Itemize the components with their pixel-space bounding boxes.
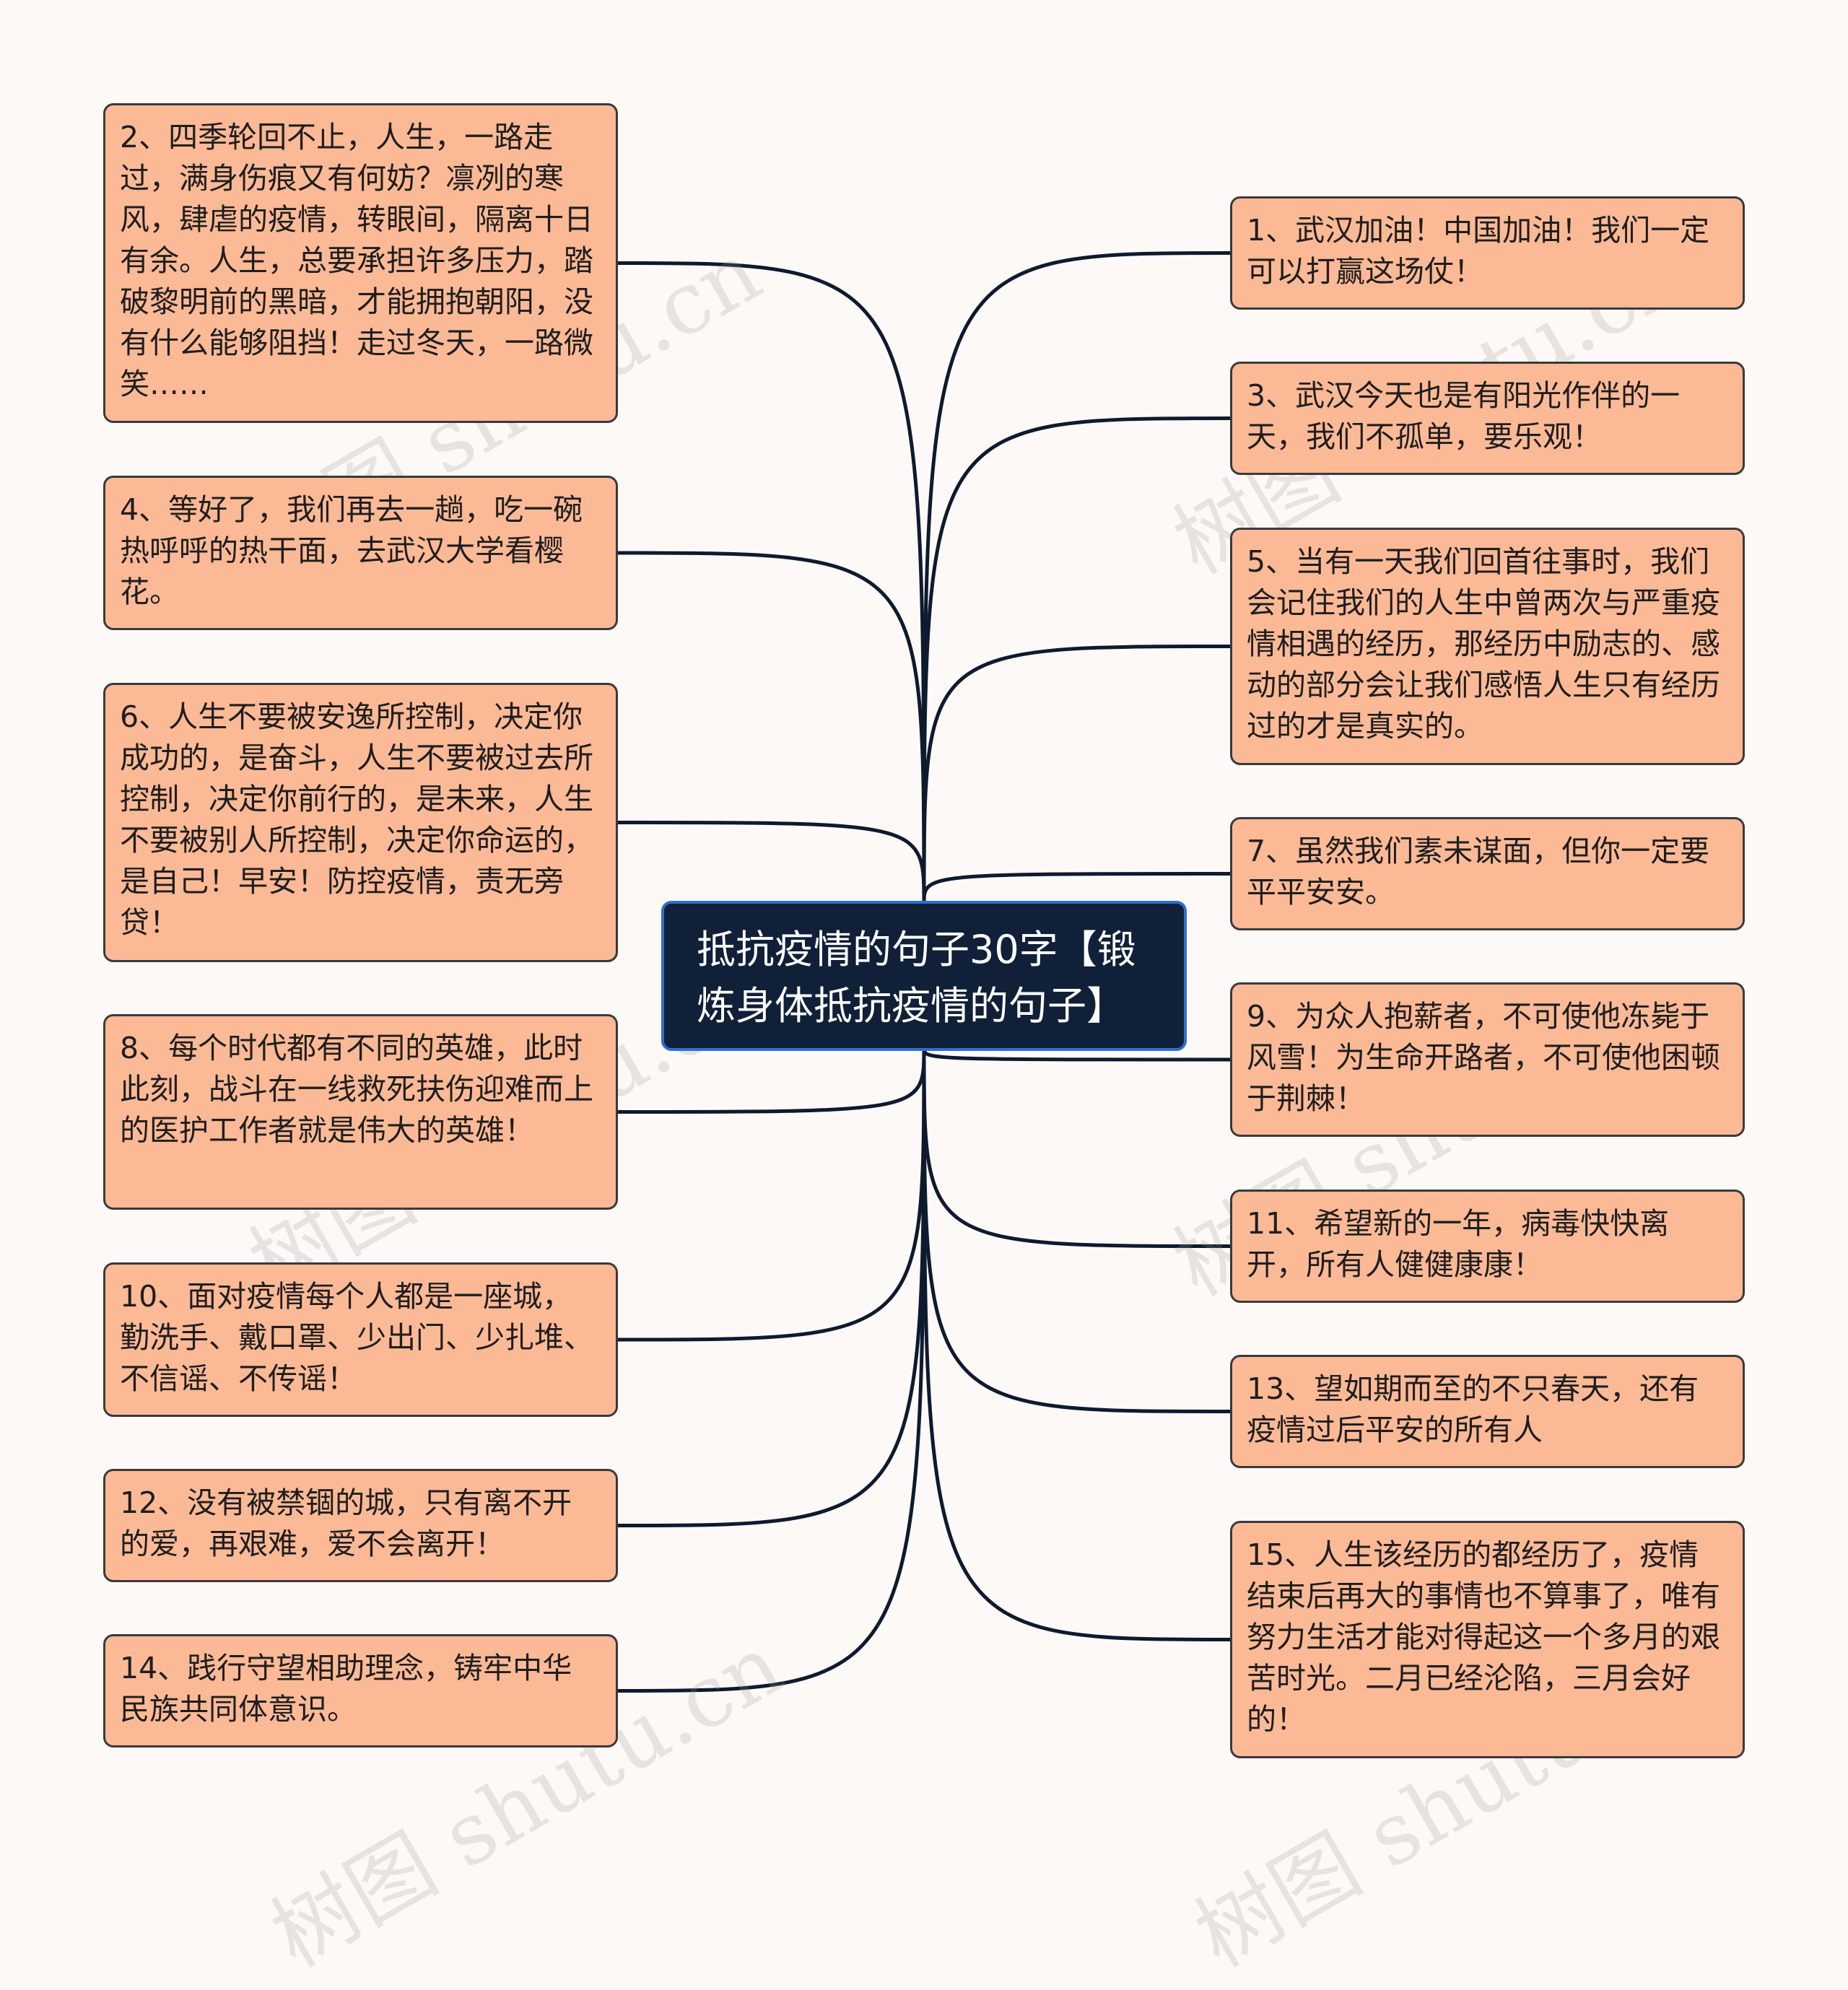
connector-line-6 (617, 1047, 926, 1527)
branch-node-right-4[interactable]: 7、虽然我们素未谋面，但你一定要平平安安。 (1230, 817, 1745, 930)
branch-node-left-2[interactable]: 4、等好了，我们再去一趟，吃一碗热呼呼的热干面，去武汉大学看樱花。 (103, 476, 618, 630)
branch-node-left-7[interactable]: 14、践行守望相助理念，铸牢中华民族共同体意识。 (103, 1634, 618, 1747)
connector-line-5 (617, 1047, 926, 1342)
central-topic-title: 抵抗疫情的句子30字【锻炼身体抵抗疫情的句子】 (697, 927, 1136, 1029)
connector-line-15 (922, 1047, 1231, 1641)
branch-node-right-3[interactable]: 5、当有一天我们回首往事时，我们会记住我们的人生中曾两次与严重疫情相遇的经历，那… (1230, 528, 1745, 765)
branch-node-right-5[interactable]: 9、为众人抱薪者，不可使他冻毙于风雪！为生命开路者，不可使他困顿于荆棘！ (1230, 982, 1745, 1137)
branch-node-left-6[interactable]: 12、没有被禁锢的城，只有离不开的爱，再艰难，爱不会离开！ (103, 1469, 618, 1582)
branch-node-right-7[interactable]: 13、望如期而至的不只春天，还有疫情过后平安的所有人 (1230, 1355, 1745, 1468)
branch-node-right-8[interactable]: 15、人生该经历的都经历了，疫情结束后再大的事情也不算事了，唯有努力生活才能对得… (1230, 1521, 1745, 1758)
connector-line-3 (617, 821, 926, 904)
central-topic[interactable]: 抵抗疫情的句子30字【锻炼身体抵抗疫情的句子】 (661, 901, 1187, 1051)
connector-line-2 (617, 551, 926, 904)
branch-node-right-1[interactable]: 1、武汉加油！中国加油！我们一定可以打赢这场仗！ (1230, 196, 1745, 310)
connector-line-11 (922, 872, 1231, 904)
connector-line-14 (922, 1047, 1231, 1413)
connector-line-13 (922, 1047, 1231, 1248)
branch-node-left-3[interactable]: 6、人生不要被安逸所控制，决定你成功的，是奋斗，人生不要被过去所控制，决定你前行… (103, 683, 618, 962)
branch-node-left-5[interactable]: 10、面对疫情每个人都是一座城，勤洗手、戴口罩、少出门、少扎堆、不信谣、不传谣！ (103, 1262, 618, 1417)
connector-line-10 (922, 645, 1231, 904)
branch-node-right-2[interactable]: 3、武汉今天也是有阳光作伴的一天，我们不孤单，要乐观！ (1230, 362, 1745, 475)
connector-lines (617, 251, 1231, 1693)
branch-node-left-4[interactable]: 8、每个时代都有不同的英雄，此时此刻，战斗在一线救死扶伤迎难而上的医护工作者就是… (103, 1014, 618, 1210)
connector-line-9 (922, 416, 1231, 904)
connector-line-8 (922, 251, 1231, 904)
connector-line-4 (617, 1047, 926, 1114)
connector-line-7 (617, 1047, 926, 1693)
connector-line-1 (617, 261, 926, 904)
branch-node-right-6[interactable]: 11、希望新的一年，病毒快快离开，所有人健健康康！ (1230, 1190, 1745, 1303)
branch-node-left-1[interactable]: 2、四季轮回不止，人生，一路走过，满身伤痕又有何妨？凛冽的寒风，肆虐的疫情，转眼… (103, 103, 618, 423)
